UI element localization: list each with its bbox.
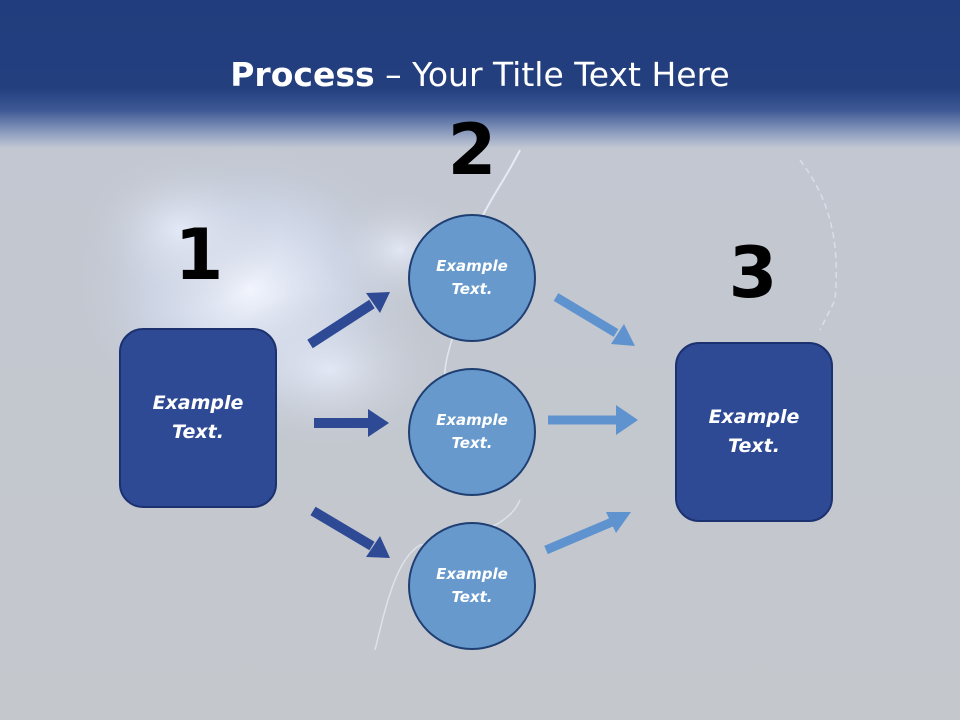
step-number-1: 1 xyxy=(174,214,224,296)
circle-label-1: Example Text. xyxy=(436,257,508,298)
title-banner xyxy=(0,0,960,148)
arrow-to-circle-3 xyxy=(310,506,390,558)
arrow-to-circle-1 xyxy=(307,292,390,349)
arrow-from-circle-3 xyxy=(544,512,631,555)
title-bold: Process xyxy=(230,55,375,94)
circle-label-3: Example Text. xyxy=(436,565,508,606)
middle-circle-1: Example Text. xyxy=(408,214,536,342)
slide-title: Process – Your Title Text Here xyxy=(0,54,960,96)
arrow-from-circle-2 xyxy=(548,405,638,435)
title-rest: – Your Title Text Here xyxy=(374,55,730,94)
end-box-label: Example Text. xyxy=(708,406,800,457)
arrow-to-circle-2 xyxy=(314,409,389,437)
end-box: Example Text. xyxy=(675,342,833,522)
middle-circle-3: Example Text. xyxy=(408,522,536,650)
start-box: Example Text. xyxy=(119,328,277,508)
circle-label-2: Example Text. xyxy=(436,411,508,452)
middle-circle-2: Example Text. xyxy=(408,368,536,496)
step-number-2: 2 xyxy=(447,109,497,191)
step-number-3: 3 xyxy=(728,232,778,314)
start-box-label: Example Text. xyxy=(152,392,244,443)
arrow-from-circle-1 xyxy=(553,293,635,346)
